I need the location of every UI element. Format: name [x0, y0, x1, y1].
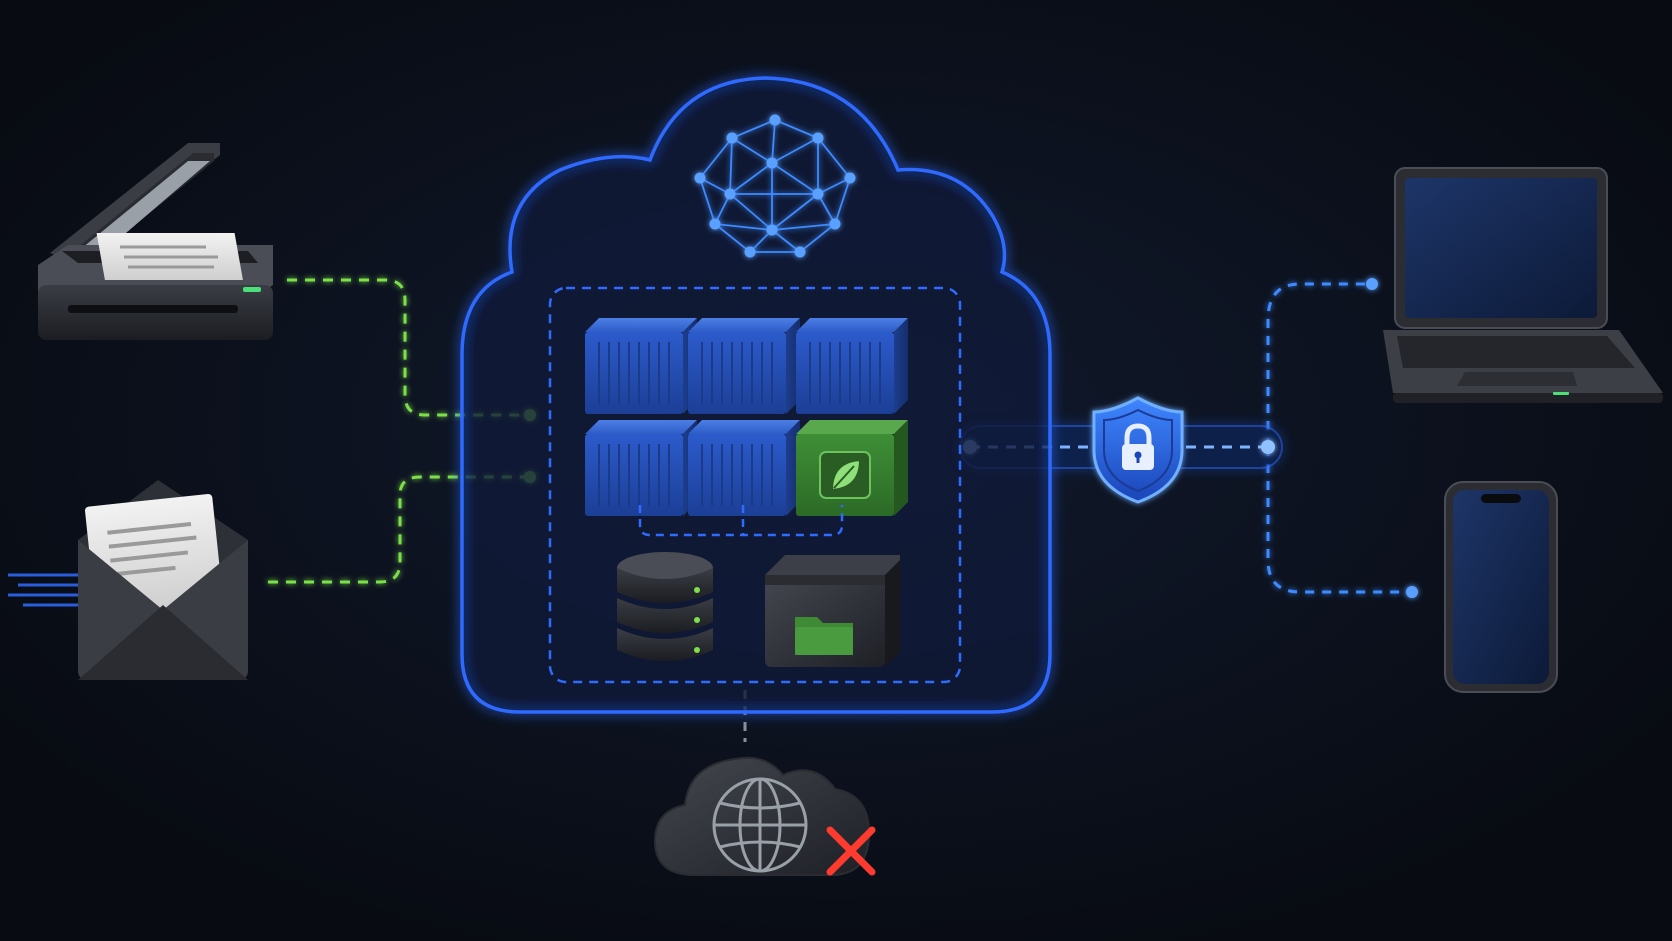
red-x-icon [826, 826, 876, 876]
container-green [796, 420, 908, 516]
cluster-boundary [548, 286, 962, 684]
leaf-icon [830, 458, 862, 492]
folder-icon [795, 617, 853, 655]
laptop-icon [1383, 167, 1663, 403]
email-envelope-icon [8, 480, 248, 680]
laptop-link [1266, 282, 1372, 447]
database-icon [617, 552, 713, 661]
tunnel-end-node [1261, 440, 1275, 454]
phone-screen [1453, 490, 1549, 684]
laptop-link-endpoint [1366, 278, 1378, 290]
file-storage-box-icon [765, 555, 900, 667]
container-blue [796, 318, 908, 414]
laptop-screen [1405, 178, 1597, 318]
container-blue [585, 318, 697, 414]
container-connectors [638, 505, 844, 537]
scanner-status-led [243, 287, 261, 292]
container-blue [688, 318, 800, 414]
scanner-icon [38, 143, 273, 340]
phone-link [1266, 447, 1412, 594]
network-mesh-icon [694, 114, 856, 258]
container-grid [585, 318, 908, 516]
motion-lines [8, 573, 78, 607]
globe-icon [712, 777, 808, 873]
smartphone-icon [1444, 481, 1558, 693]
client-links [1266, 282, 1412, 594]
cloud-globe-icon [653, 756, 871, 876]
container-blue [585, 420, 697, 516]
shield-lock-icon [1092, 396, 1184, 504]
phone-link-endpoint [1406, 586, 1418, 598]
container-blue [688, 420, 800, 516]
padlock-icon [1122, 423, 1154, 470]
